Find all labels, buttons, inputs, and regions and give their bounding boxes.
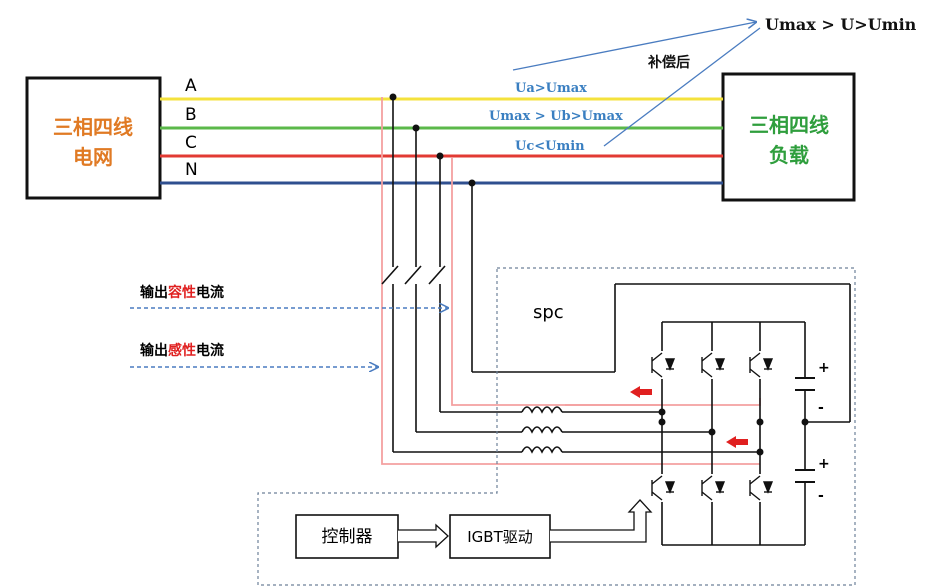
phase-label-n: N [185, 160, 198, 180]
phase-label-b: B [185, 105, 197, 125]
igbt-upper-row [650, 351, 774, 379]
switch-c [428, 265, 446, 285]
node-c-mid [756, 418, 764, 426]
node-a2 [658, 418, 666, 426]
igbt-upper-c-icon [748, 351, 774, 379]
node-b [708, 428, 716, 436]
dc-capacitors [795, 377, 815, 483]
pink-wire-outer [381, 97, 760, 465]
polarity-plus-lower: + [818, 456, 830, 472]
controller-label: 控制器 [322, 527, 373, 547]
grid-box: 三相四线 电网 [25, 76, 162, 200]
inverter-bridge [661, 321, 806, 546]
inductive-current-label: 输出感性电流 [140, 342, 224, 359]
inductor-c [521, 446, 563, 454]
voltage-label-b: Umax > Ub>Umax [489, 109, 623, 124]
compensation-arrow-upper [512, 22, 756, 71]
driver-to-bridge-arrow-icon [550, 499, 653, 543]
current-arrow-lower-icon [726, 436, 748, 448]
igbt-driver-label: IGBT驱动 [467, 528, 533, 546]
voltage-label-a: Ua>Umax [515, 81, 587, 96]
spc-label: spc [533, 302, 564, 323]
inductor-a [521, 406, 563, 414]
switch-b [404, 265, 422, 285]
igbt-upper-b-icon [700, 351, 726, 379]
load-box: 三相四线 负载 [721, 72, 856, 202]
igbt-lower-row [650, 474, 774, 502]
node-c [756, 448, 764, 456]
polarity-minus-lower: - [818, 488, 824, 504]
spc-boundary [257, 267, 856, 586]
branch-wires [381, 97, 851, 453]
igbt-lower-a-icon [650, 474, 676, 502]
igbt-upper-a-icon [650, 351, 676, 379]
phase-label-c: C [185, 133, 197, 153]
inductor-b [521, 426, 563, 434]
current-arrow-upper-icon [630, 386, 652, 398]
grid-box-subtitle: 电网 [73, 145, 113, 169]
compensation-arrow-lower [603, 27, 761, 147]
compensation-label: 补偿后 [647, 54, 690, 71]
controller-box [295, 514, 399, 559]
polarity-minus-upper: - [818, 400, 824, 416]
inductors [521, 406, 760, 454]
capacitive-current-label: 输出容性电流 [140, 284, 224, 301]
igbt-lower-b-icon [700, 474, 726, 502]
controller-to-driver-arrow-icon [398, 523, 449, 549]
compensation-result: Umax > U>Umin [765, 15, 917, 34]
node-a [658, 408, 666, 416]
load-box-subtitle: 负载 [769, 143, 809, 167]
node-dc-mid [801, 418, 809, 426]
igbt-lower-c-icon [748, 474, 774, 502]
polarity-plus-upper: + [818, 360, 830, 376]
phase-label-a: A [185, 76, 197, 96]
voltage-label-c: Uc<Umin [515, 139, 585, 154]
load-box-title: 三相四线 [749, 113, 829, 137]
switch-a [381, 265, 399, 285]
grid-box-title: 三相四线 [53, 115, 133, 139]
